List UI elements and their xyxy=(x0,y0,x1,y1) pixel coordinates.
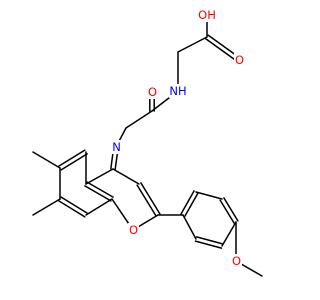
bond-c1p-c2p-b xyxy=(180,190,195,215)
ring-o-label-bg xyxy=(128,223,139,237)
bond-c5-c6-a xyxy=(58,149,86,167)
molecule-structure: OH O NH O N O O xyxy=(32,8,263,277)
bond-c8a-c4a-a xyxy=(86,181,114,198)
methoxy-o-label: O xyxy=(232,254,241,268)
bond-c7-me7 xyxy=(32,198,61,216)
bond-cac-oac-a xyxy=(204,38,239,63)
imine-n-label-bg xyxy=(111,140,122,154)
acid-oh-label-bg xyxy=(199,8,215,22)
bond-c6-me6 xyxy=(32,151,61,169)
bond-cac-ch2a xyxy=(177,36,208,53)
bond-c2p-c3p xyxy=(195,191,223,200)
bond-c3-c2-b xyxy=(140,182,161,215)
imine-n-label: N xyxy=(112,140,121,154)
amide-nh-label: NH xyxy=(169,84,186,98)
bond-c4-c4a xyxy=(85,168,114,185)
ring-o-label: O xyxy=(129,223,138,237)
amide-o-label-bg xyxy=(147,85,158,99)
amide-nh-label-bg xyxy=(169,84,187,98)
atom-labels: OH O NH O N O O xyxy=(111,8,245,268)
amide-o-label: O xyxy=(148,85,157,99)
bond-c7-c8-a xyxy=(58,200,86,218)
bond-c7-c8-b xyxy=(60,196,88,214)
acid-carbonyl-o-label: O xyxy=(235,53,244,67)
bond-c4p-c5p xyxy=(221,221,237,247)
bond-c8-c8a xyxy=(85,198,113,216)
bond-cam-ch2b xyxy=(125,110,153,129)
bond-c5-c6-b xyxy=(60,153,88,171)
acid-oh-label: OH xyxy=(198,8,216,22)
bond-c1p-c2p-a xyxy=(184,192,199,217)
bond-c3p-c4p-b xyxy=(223,197,239,222)
methoxy-o-label-bg xyxy=(231,254,242,268)
bond-c3p-c4p-a xyxy=(219,199,235,224)
bond-lines xyxy=(32,14,263,277)
bond-c5p-c6p-b xyxy=(194,240,223,249)
bond-c6p-c1p xyxy=(182,214,197,240)
bond-c3-c2-a xyxy=(136,184,157,217)
bond-c5p-c6p-a xyxy=(195,236,224,245)
bond-c4-c3 xyxy=(112,168,140,185)
acid-carbonyl-o-label-bg xyxy=(234,53,245,67)
bond-c8a-c4a-b xyxy=(84,185,112,202)
